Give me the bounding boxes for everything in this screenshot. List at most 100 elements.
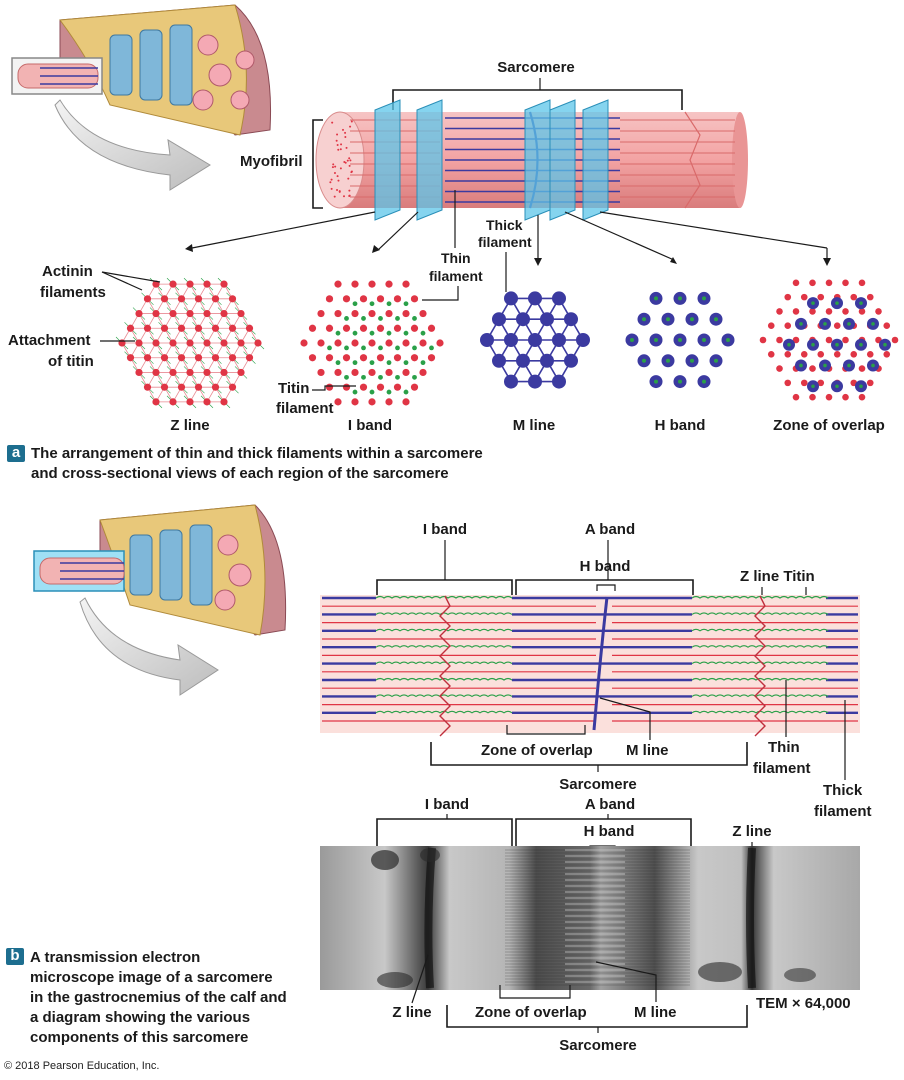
titin-dot <box>395 346 400 351</box>
actin-dot <box>229 384 236 391</box>
actin-dot <box>428 354 435 361</box>
titin-core <box>654 338 658 342</box>
actin-dot <box>850 294 857 301</box>
actin-dot <box>859 308 866 315</box>
actin-dot <box>186 398 193 405</box>
myosin-dot <box>516 354 530 368</box>
tem-image <box>320 846 860 990</box>
titin-core <box>823 364 827 368</box>
actin-dot <box>212 384 219 391</box>
actin-dot <box>419 369 426 376</box>
titin-dot <box>361 316 366 321</box>
actin-dot <box>220 339 227 346</box>
actin-dot <box>309 325 316 332</box>
actin-dot <box>300 339 307 346</box>
zone-overlap-label-a: Zone of overlap <box>773 417 885 434</box>
actin-dot <box>229 325 236 332</box>
titin-dot <box>404 331 409 336</box>
actin-dot <box>867 294 874 301</box>
titin-dot <box>395 375 400 380</box>
m-line-label-b: M line <box>626 742 669 759</box>
titin-dot <box>429 346 434 351</box>
end-dot <box>334 196 336 198</box>
end-dot <box>351 171 353 173</box>
actin-dot <box>784 351 791 358</box>
titin-dot <box>336 360 341 365</box>
myofibril-bracket: Myofibril <box>240 120 323 208</box>
titin-dot <box>404 390 409 395</box>
tem-z-line-right <box>750 848 752 988</box>
end-dot <box>348 157 350 159</box>
myosin-dot <box>480 333 494 347</box>
muscle-fiber-illustration-a <box>12 5 271 190</box>
tem-m-line-label: M line <box>634 1004 677 1021</box>
titin-core <box>823 322 827 326</box>
titin-core <box>642 359 646 363</box>
myosin-dot <box>492 312 506 326</box>
actin-dot <box>834 322 841 329</box>
panel-b-caption-line-4: a diagram showing the various <box>30 1008 250 1027</box>
actin-dot <box>326 384 333 391</box>
thick-filament-label-b-2: filament <box>814 803 872 820</box>
actin-dot <box>237 339 244 346</box>
titin-dot <box>387 301 392 306</box>
actin-dot <box>135 369 142 376</box>
actin-dot <box>203 339 210 346</box>
actin-dot <box>360 295 367 302</box>
z-line-label-a: Z line <box>170 417 209 434</box>
actin-dot <box>402 398 409 405</box>
titin-core <box>678 338 682 342</box>
myosin-dot <box>504 333 518 347</box>
end-dot <box>346 147 348 149</box>
i-band-label-a: I band <box>348 417 392 434</box>
thin-filament-label-b-1: Thin <box>768 739 800 756</box>
end-dot <box>340 167 342 169</box>
actin-dot <box>809 394 816 401</box>
actin-dot <box>402 369 409 376</box>
titin-core <box>678 380 682 384</box>
titin-core <box>811 384 815 388</box>
actin-dot <box>161 325 168 332</box>
actin-dot <box>161 384 168 391</box>
end-dot <box>337 175 339 177</box>
actin-dot <box>326 325 333 332</box>
actin-dot <box>809 308 816 315</box>
end-dot <box>343 195 345 197</box>
actin-dot <box>360 384 367 391</box>
titin-dot <box>387 331 392 336</box>
panel-b-caption-line-5: components of this sarcomere <box>30 1028 248 1047</box>
actin-dot <box>826 394 833 401</box>
actin-dot <box>867 351 874 358</box>
actin-dot <box>394 354 401 361</box>
actin-dot <box>360 354 367 361</box>
sarcomere-label-b: Sarcomere <box>559 776 637 793</box>
end-dot <box>332 166 334 168</box>
actin-dot <box>859 280 866 287</box>
actin-dot <box>402 339 409 346</box>
actin-dot <box>368 339 375 346</box>
titin-dot <box>353 331 358 336</box>
actin-dot <box>784 380 791 387</box>
actin-dot <box>842 394 849 401</box>
actin-dot <box>152 310 159 317</box>
actin-dot <box>127 325 134 332</box>
actin-dot <box>152 339 159 346</box>
thick-filament-label-a-2: filament <box>478 234 532 250</box>
actin-dot <box>220 398 227 405</box>
actin-dot <box>169 369 176 376</box>
end-dot <box>331 179 333 181</box>
actin-dot <box>237 369 244 376</box>
titin-filament-label-2: filament <box>276 400 334 417</box>
actin-dot <box>419 310 426 317</box>
actin-dot <box>317 310 324 317</box>
titin-dot <box>353 390 358 395</box>
end-dot <box>349 159 351 161</box>
actin-dot <box>817 351 824 358</box>
titin-core <box>702 338 706 342</box>
actin-dot <box>186 310 193 317</box>
actin-dot <box>859 365 866 372</box>
actin-dot <box>220 281 227 288</box>
actin-dot <box>212 295 219 302</box>
end-dot <box>343 161 345 163</box>
